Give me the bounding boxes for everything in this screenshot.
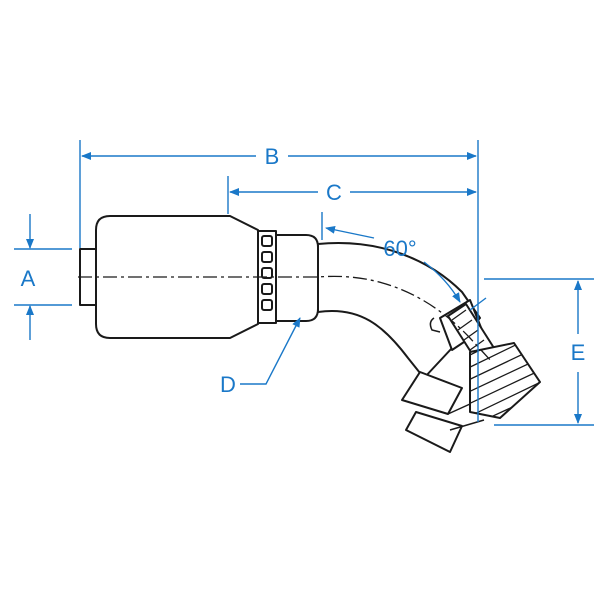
- coupling-nut: [469, 342, 541, 419]
- clamp-block-lower: [405, 411, 463, 453]
- dimension-labels: B C 60° A E D: [21, 144, 586, 397]
- dim-angle-start: [325, 225, 375, 239]
- bent-stem: [317, 242, 481, 379]
- label-b: B: [265, 144, 280, 169]
- fitting-body: [79, 215, 541, 453]
- label-angle: 60°: [383, 236, 416, 261]
- label-a: A: [21, 266, 36, 291]
- label-e: E: [571, 340, 586, 365]
- dim-angle-arc: [423, 261, 461, 303]
- dim-d-leader: [240, 317, 301, 385]
- center-line: [78, 275, 493, 363]
- label-c: C: [326, 180, 342, 205]
- nipple-neck: [275, 234, 319, 322]
- dimension-lines: [14, 140, 594, 426]
- collar-grips: [261, 235, 273, 311]
- label-d: D: [220, 372, 236, 397]
- o-ring-groove: [429, 317, 441, 333]
- dim-angle-tick: [469, 297, 487, 311]
- clamp-block-upper: [401, 371, 463, 415]
